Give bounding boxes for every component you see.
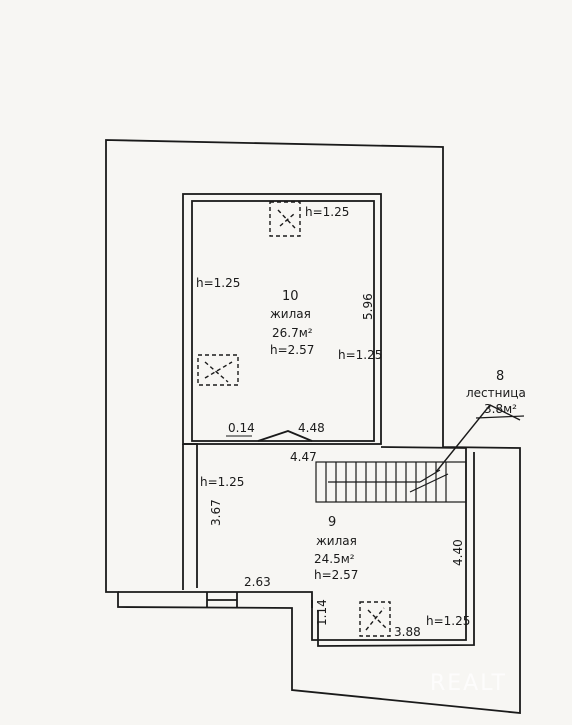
room-10-number: 10 — [282, 289, 299, 304]
height-label: h=1.25 — [426, 614, 470, 628]
room-9-name: жилая — [316, 534, 357, 548]
vent-marker — [359, 601, 391, 637]
dimension-label: 5.96 — [361, 293, 375, 320]
dimension-label: 3.67 — [209, 499, 223, 526]
dimension-label: 4.47 — [290, 450, 317, 464]
room-10-name: жилая — [270, 307, 311, 321]
dimension-label: 4.40 — [451, 539, 465, 566]
height-label: h=1.25 — [305, 205, 349, 219]
room-9-wall — [182, 443, 467, 641]
room-10-height: h=2.57 — [270, 343, 314, 357]
vent-marker — [269, 201, 301, 237]
staircase — [315, 404, 521, 503]
dimension-label: 0.14 — [228, 421, 255, 435]
height-label: h=1.25 — [338, 348, 382, 362]
room-9-inner-wall — [317, 452, 475, 647]
height-label: h=1.25 — [196, 276, 240, 290]
height-label: h=1.25 — [200, 475, 244, 489]
dimension-label: 2.63 — [244, 575, 271, 589]
room-9-number: 9 — [328, 515, 336, 530]
door — [257, 430, 313, 442]
dimension-label: 4.48 — [298, 421, 325, 435]
room-10-area: 26.7м² — [272, 326, 313, 340]
room-10-outer-wall — [182, 193, 382, 445]
room-8-area: 3.8м² — [484, 402, 517, 416]
room-9-area: 24.5м² — [314, 552, 355, 566]
room-9-height: h=2.57 — [314, 568, 358, 582]
outer-outline — [105, 139, 521, 714]
dimension-label: 1.14 — [315, 599, 329, 626]
entry-wall — [118, 591, 313, 608]
room-10-inner-wall — [191, 200, 375, 442]
room-8-number: 8 — [496, 369, 504, 384]
room-8-name: лестница — [466, 386, 526, 400]
watermark: REALT — [430, 671, 507, 696]
dimension-label: 3.88 — [394, 625, 421, 639]
